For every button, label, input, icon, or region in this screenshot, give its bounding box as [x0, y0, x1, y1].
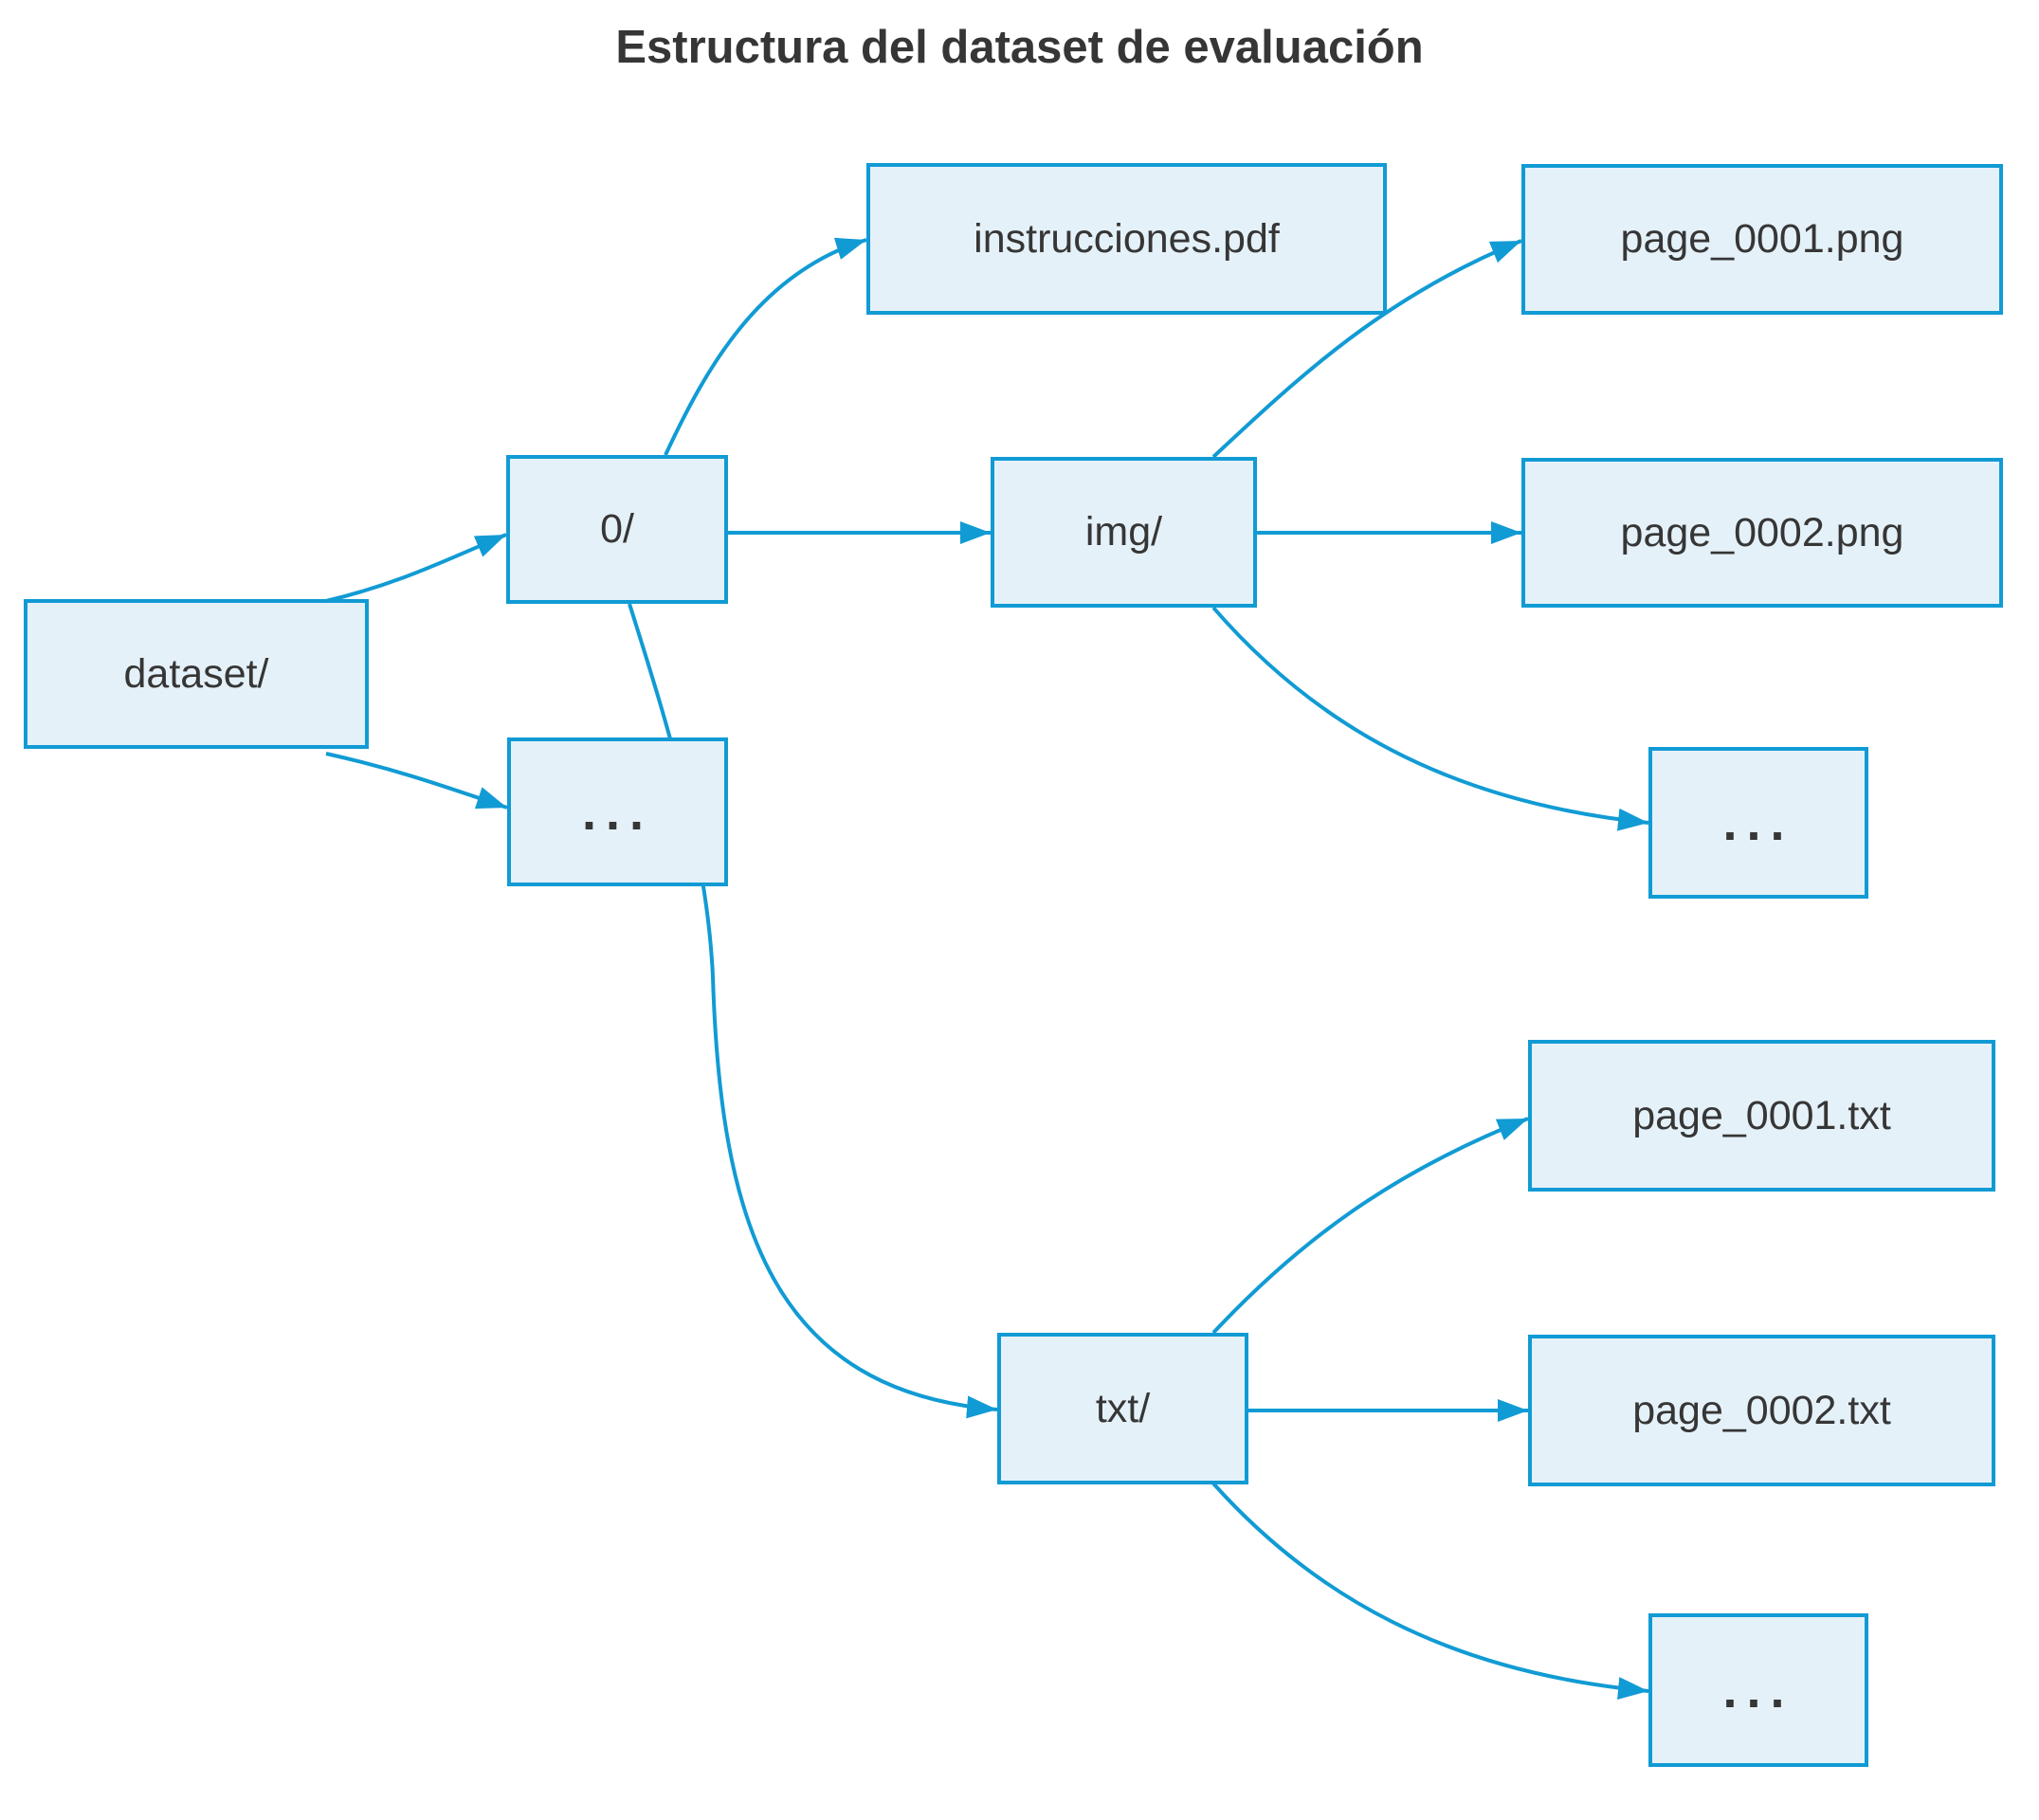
node-page-0001-txt-label: page_0001.txt	[1632, 1092, 1891, 1138]
node-img-dir: img/	[991, 457, 1257, 608]
edge-txt-to-page0001txt	[1211, 1117, 1529, 1335]
edge-img-to-ellipsis-2	[1211, 606, 1649, 831]
node-ellipsis-1-label: ...	[581, 783, 653, 841]
edge-txt-to-ellipsis-3	[1211, 1482, 1649, 1700]
edge-0-to-instrucciones	[664, 237, 867, 456]
node-0-label: 0/	[600, 506, 634, 552]
node-instrucciones-pdf: instrucciones.pdf	[866, 163, 1387, 315]
node-page-0002-png: page_0002.png	[1521, 458, 2003, 608]
node-ellipsis-1: ...	[507, 737, 728, 886]
edge-img-to-page0001png	[1211, 239, 1522, 459]
node-instrucciones-label: instrucciones.pdf	[974, 215, 1280, 262]
edge-dataset-to-0	[325, 533, 507, 603]
node-txt-dir: txt/	[997, 1333, 1248, 1484]
node-page-0002-txt-label: page_0002.txt	[1632, 1387, 1891, 1433]
diagram-title: Estructura del dataset de evaluación	[615, 22, 1424, 73]
node-dataset-label: dataset/	[123, 650, 269, 697]
node-page-0002-txt: page_0002.txt	[1528, 1335, 1995, 1486]
node-page-0001-png-label: page_0001.png	[1620, 216, 1904, 262]
node-txt-label: txt/	[1095, 1385, 1151, 1431]
node-ellipsis-3: ...	[1648, 1613, 1868, 1767]
edge-dataset-to-ellipsis-1	[325, 752, 508, 810]
node-ellipsis-2: ...	[1648, 747, 1868, 899]
node-page-0001-png: page_0001.png	[1521, 164, 2003, 315]
node-page-0002-png-label: page_0002.png	[1620, 509, 1904, 555]
edge-0-to-txt	[628, 603, 998, 1419]
node-ellipsis-3-label: ...	[1722, 1662, 1794, 1719]
node-dataset-dir: dataset/	[24, 599, 369, 749]
node-ellipsis-2-label: ...	[1722, 794, 1794, 851]
node-img-label: img/	[1084, 509, 1163, 555]
node-0-dir: 0/	[506, 455, 728, 604]
node-page-0001-txt: page_0001.txt	[1528, 1040, 1995, 1192]
